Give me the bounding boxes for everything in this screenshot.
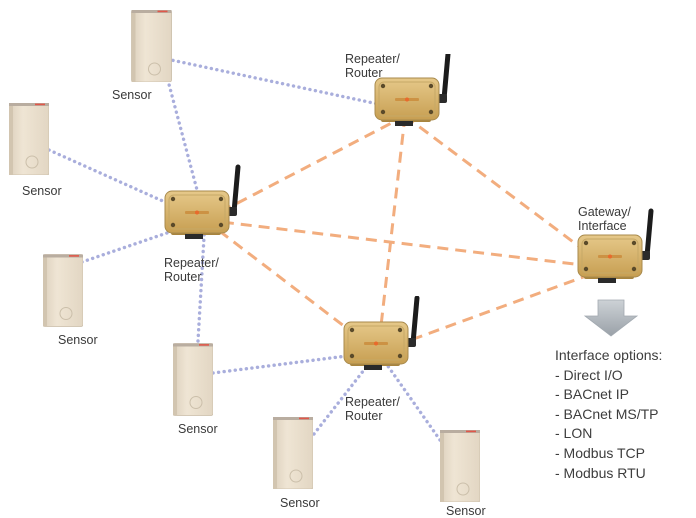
gateway-interface-label: Gateway/ Interface xyxy=(578,205,631,233)
repeater-router-label: Repeater/ Router xyxy=(345,395,400,423)
interface-options: Interface options: - Direct I/O - BACnet … xyxy=(555,346,662,483)
sensor-device-icon xyxy=(273,417,313,489)
down-arrow-icon xyxy=(583,299,639,337)
mesh-links xyxy=(47,56,609,442)
router-enclosure-icon xyxy=(344,298,417,370)
sensor-link xyxy=(47,148,207,222)
router-link xyxy=(204,114,406,222)
router-link xyxy=(376,115,407,353)
interface-option-item: - LON xyxy=(555,425,593,442)
router-enclosure-icon xyxy=(165,167,238,239)
sensor-device-icon xyxy=(173,343,213,416)
sensor-link xyxy=(376,350,442,442)
sensor-link xyxy=(312,350,380,436)
sensor-label: Sensor xyxy=(446,504,486,518)
devices xyxy=(9,10,651,502)
router-links xyxy=(204,114,609,354)
repeater-router-label: Repeater/ Router xyxy=(164,256,219,284)
sensor-device-icon xyxy=(9,103,49,175)
interface-option-item: - BACnet MS/TP xyxy=(555,405,659,422)
interface-options-list: - Direct I/O - BACnet IP - BACnet MS/TP - L… xyxy=(555,366,662,484)
interface-option-item: - Modbus RTU xyxy=(555,464,646,481)
sensor-label: Sensor xyxy=(58,333,98,347)
sensor-label: Sensor xyxy=(112,88,152,102)
interface-options-heading: Interface options: xyxy=(555,347,663,363)
router-link xyxy=(377,266,609,354)
sensor-label: Sensor xyxy=(280,496,320,510)
interface-option-item: - Direct I/O xyxy=(555,366,623,383)
interface-option-item: - Modbus TCP xyxy=(555,444,645,461)
sensor-device-icon xyxy=(43,254,83,327)
sensor-link xyxy=(80,218,207,264)
router-link xyxy=(404,114,609,270)
sensor-label: Sensor xyxy=(178,422,218,436)
interface-option-item: - BACnet IP xyxy=(555,386,629,403)
router-link xyxy=(204,218,609,270)
repeater-router-label: Repeater/ Router xyxy=(345,52,400,80)
sensor-link xyxy=(160,56,380,106)
sensor-label: Sensor xyxy=(22,184,62,198)
sensor-device-icon xyxy=(131,10,172,82)
sensor-device-icon xyxy=(440,430,480,502)
sensor-link xyxy=(196,218,207,343)
